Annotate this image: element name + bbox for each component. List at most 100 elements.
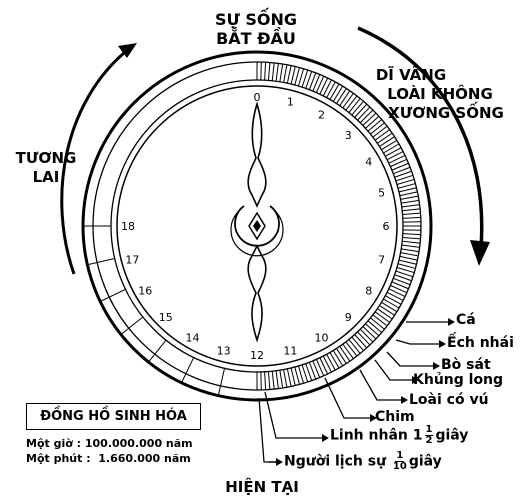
- band-tick: [390, 284, 408, 294]
- band-tick: [396, 266, 415, 274]
- band-tick: [397, 263, 416, 269]
- dial-number: 5: [378, 187, 385, 200]
- leader-reptile: [386, 351, 433, 367]
- band-tick: [377, 132, 393, 144]
- legend-human-denominator: 10: [392, 461, 407, 472]
- band-tick: [290, 367, 296, 386]
- band-tick: [372, 125, 388, 138]
- band-tick: [322, 79, 332, 97]
- band-tick: [351, 100, 364, 116]
- band-tick: [315, 75, 325, 93]
- leader-arrowhead-amphibian: [439, 340, 446, 348]
- legend-bird: Chim: [375, 409, 415, 425]
- band-tick: [345, 341, 358, 357]
- band-tick: [354, 103, 368, 118]
- band-tick: [312, 360, 321, 378]
- band-tick: [264, 371, 267, 390]
- dial-number: 14: [186, 332, 200, 345]
- band-tick: [283, 64, 288, 83]
- band-tick: [381, 301, 398, 313]
- band-tick: [290, 66, 296, 85]
- band-tick: [342, 343, 354, 359]
- dial-number: 12: [250, 349, 264, 362]
- band-tick: [294, 366, 300, 385]
- band-tick: [393, 277, 411, 286]
- leader-arrowhead-human: [276, 458, 283, 466]
- dial-number: 13: [217, 345, 231, 358]
- band-tick: [312, 74, 321, 92]
- band-tick: [301, 364, 309, 383]
- band-tick: [399, 255, 418, 261]
- dial-number: 2: [318, 108, 325, 121]
- legend-reptile: Bò sát: [441, 357, 491, 373]
- band-tick: [391, 162, 409, 171]
- band-tick: [336, 88, 347, 104]
- present-label: HIỆN TẠI: [225, 476, 299, 496]
- band-tick: [301, 69, 309, 88]
- legend-fish: Cá: [456, 312, 476, 328]
- dial-number: 16: [138, 285, 152, 298]
- band-tick: [275, 63, 279, 82]
- band-tick: [402, 216, 421, 219]
- band-tick: [345, 95, 358, 111]
- future-band-tick: [100, 288, 126, 302]
- dial-number: 10: [315, 332, 329, 345]
- center-hub: [234, 205, 280, 247]
- band-tick: [390, 158, 408, 168]
- band-tick: [385, 147, 402, 157]
- leader-arrowhead-fish: [448, 318, 455, 326]
- band-tick: [359, 109, 374, 124]
- band-tick: [286, 368, 292, 387]
- band-tick: [267, 371, 271, 390]
- dial-number: 11: [283, 345, 297, 358]
- future-band-tick: [87, 258, 115, 266]
- center-diamond-inner: [253, 220, 261, 232]
- band-tick: [362, 326, 377, 340]
- band-tick: [342, 93, 354, 109]
- band-tick: [388, 288, 406, 298]
- life-begins-label-line2: BẮT ĐẦU: [216, 27, 296, 48]
- dial-number: 8: [365, 285, 372, 298]
- future-band-tick: [181, 357, 195, 383]
- band-tick: [362, 112, 377, 126]
- band-tick: [399, 191, 418, 197]
- band-tick: [354, 334, 368, 349]
- band-tick: [275, 370, 279, 389]
- band-tick: [326, 81, 336, 98]
- hour-hand-lower: [247, 244, 267, 343]
- band-tick: [400, 195, 419, 200]
- band-tick: [397, 183, 416, 189]
- band-tick: [400, 252, 419, 257]
- band-tick: [357, 106, 371, 121]
- band-tick: [367, 119, 383, 132]
- band-tick: [286, 65, 292, 84]
- leader-arrowhead-dinosaur: [412, 376, 419, 384]
- band-tick: [401, 244, 420, 248]
- band-tick: [297, 68, 305, 87]
- band-tick: [367, 320, 383, 333]
- dial-number: 4: [365, 156, 372, 169]
- band-tick: [326, 354, 336, 371]
- band-tick: [379, 305, 395, 316]
- band-tick: [383, 143, 400, 154]
- hour-hand-upper: [247, 101, 267, 208]
- band-tick: [393, 166, 411, 175]
- band-tick: [315, 359, 325, 377]
- band-tick: [264, 62, 267, 81]
- band-tick: [370, 122, 385, 135]
- band-tick: [267, 62, 271, 81]
- band-tick: [402, 233, 421, 236]
- band-tick: [297, 365, 305, 384]
- legend-human-suffix: giây: [408, 453, 442, 470]
- dial-number: 6: [383, 220, 390, 233]
- band-tick: [401, 204, 420, 208]
- scale-hour: Một giờ : 100.000.000 năm: [26, 437, 193, 450]
- dial-number: 15: [159, 311, 173, 324]
- band-tick: [305, 71, 313, 89]
- past-arrow: [357, 26, 484, 249]
- band-tick: [336, 348, 347, 364]
- band-tick: [394, 274, 412, 282]
